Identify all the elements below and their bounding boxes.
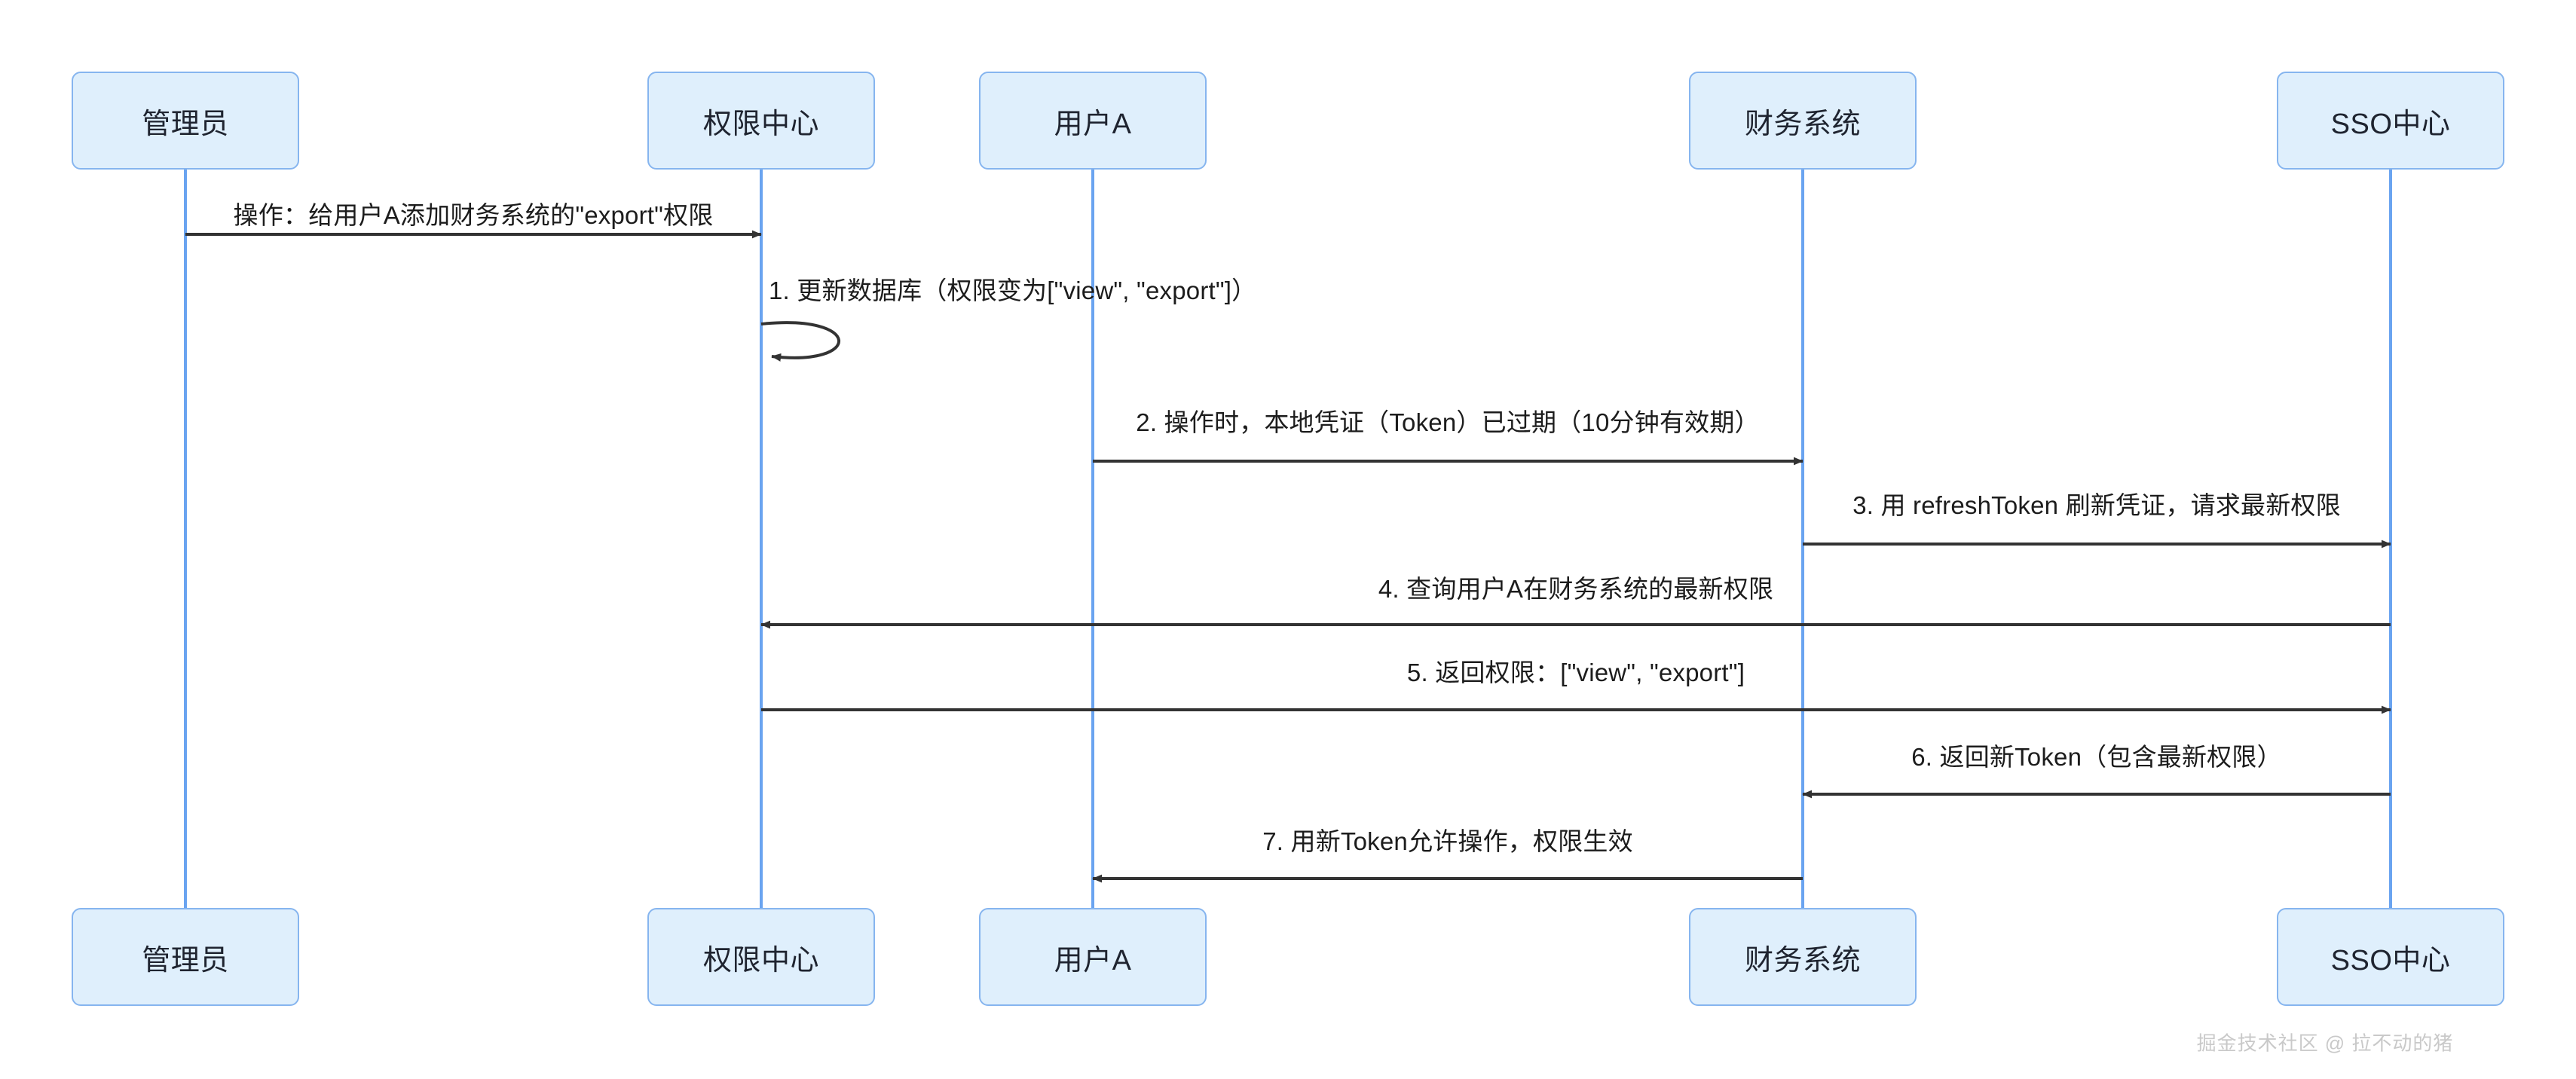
message-2-userA-to-finance-label: 2. 操作时，本地凭证（Token）已过期（10分钟有效期） <box>1136 408 1760 436</box>
participant-box-userA-bottom[interactable]: 用户A <box>979 908 1207 1006</box>
participant-label: 用户A <box>1054 108 1132 140</box>
participant-box-admin-bottom[interactable]: 管理员 <box>72 908 299 1006</box>
participant-label: 财务系统 <box>1744 944 1861 977</box>
participant-box-sso-top[interactable]: SSO中心 <box>2277 72 2504 170</box>
participant-label: SSO中心 <box>2330 944 2451 977</box>
message-5-authctr-to-sso-label: 5. 返回权限：["view", "export"] <box>1406 659 1745 686</box>
message-7-finance-to-userA-label: 7. 用新Token允许操作，权限生效 <box>1262 827 1633 855</box>
message-4-sso-to-authctr-label: 4. 查询用户A在财务系统的最新权限 <box>1378 575 1774 603</box>
message-1-authctr-to-authctr-selfloop <box>760 321 840 362</box>
participant-label: SSO中心 <box>2330 108 2451 140</box>
participant-box-authctr-top[interactable]: 权限中心 <box>647 72 875 170</box>
participant-label: 管理员 <box>142 944 229 977</box>
participant-box-finance-bottom[interactable]: 财务系统 <box>1689 908 1917 1006</box>
participant-label: 管理员 <box>142 108 229 140</box>
messages-group <box>185 230 2391 883</box>
message-3-finance-to-sso-label: 3. 用 refreshToken 刷新凭证，请求最新权限 <box>1852 491 2341 519</box>
participant-label: 用户A <box>1054 944 1132 977</box>
watermark-text: 掘金技术社区 @ 拉不动的猪 <box>2196 1032 2454 1055</box>
message-op-admin-to-authctr-label: 操作：给用户A添加财务系统的"export"权限 <box>233 201 714 229</box>
participant-box-authctr-bottom[interactable]: 权限中心 <box>647 908 875 1006</box>
participant-label: 权限中心 <box>702 944 819 977</box>
participant-box-finance-top[interactable]: 财务系统 <box>1689 72 1917 170</box>
message-6-sso-to-finance-label: 6. 返回新Token（包含最新权限） <box>1911 743 2282 771</box>
participant-box-userA-top[interactable]: 用户A <box>979 72 1207 170</box>
participant-label: 财务系统 <box>1744 108 1861 140</box>
participant-label: 权限中心 <box>702 108 819 140</box>
message-1-authctr-to-authctr-label: 1. 更新数据库（权限变为["view", "export"]） <box>769 277 1257 304</box>
participant-box-sso-bottom[interactable]: SSO中心 <box>2277 908 2504 1006</box>
lifelines-group <box>184 170 2392 908</box>
participant-box-admin-top[interactable]: 管理员 <box>72 72 299 170</box>
